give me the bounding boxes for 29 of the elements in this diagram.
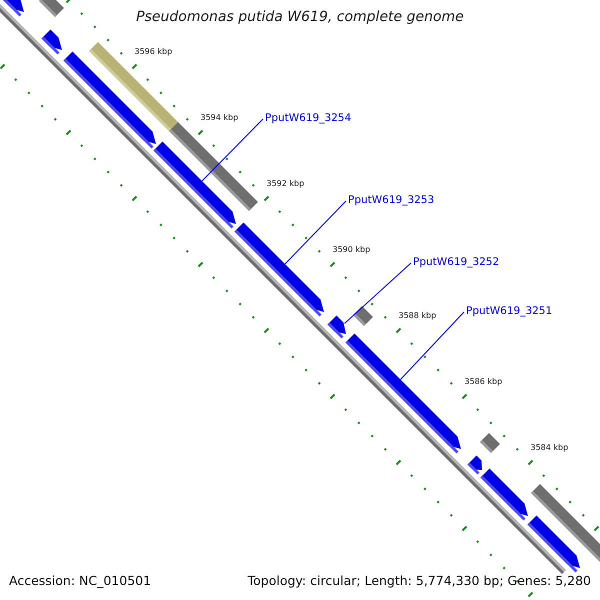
gene-feature: [353, 306, 373, 326]
gene-label: PputW619_3253: [348, 195, 434, 206]
gene-feature: [468, 456, 482, 474]
gene-label: PputW619_3251: [466, 306, 552, 316]
scale-label: 3596 kbp: [134, 48, 172, 56]
gene-feature: [346, 334, 461, 454]
leader-line: [284, 200, 346, 264]
leader-line: [400, 312, 464, 380]
gene-feature: [89, 42, 178, 131]
gene-feature: [528, 516, 580, 572]
scale-label: 3592 kbp: [266, 180, 304, 188]
scale-label: 3594 kbp: [200, 114, 238, 122]
gene-feature: [234, 222, 324, 316]
gene-label: PputW619_3254: [265, 113, 352, 124]
gene-label: PputW619_3252: [413, 257, 500, 268]
scale-label: 3584 kbp: [530, 444, 568, 452]
title: Pseudomonas putida W619, complete genome: [135, 10, 465, 24]
gene-feature: [39, 0, 64, 17]
genome-info-text: Topology: circular; Length: 5,774,330 bp; Genes: 5,280: [248, 575, 591, 588]
scale-label: 3590 kbp: [332, 246, 370, 254]
gene-feature: [154, 142, 236, 228]
accession-text: Accession: NC_010501: [9, 575, 152, 588]
gene-feature: [480, 433, 500, 453]
leader-line: [344, 262, 412, 324]
gene-feature: [42, 30, 62, 54]
gene-feature: [328, 316, 346, 338]
leader-line: [202, 118, 264, 182]
scale-label: 3588 kbp: [398, 312, 436, 320]
gene-feature: [480, 468, 528, 520]
